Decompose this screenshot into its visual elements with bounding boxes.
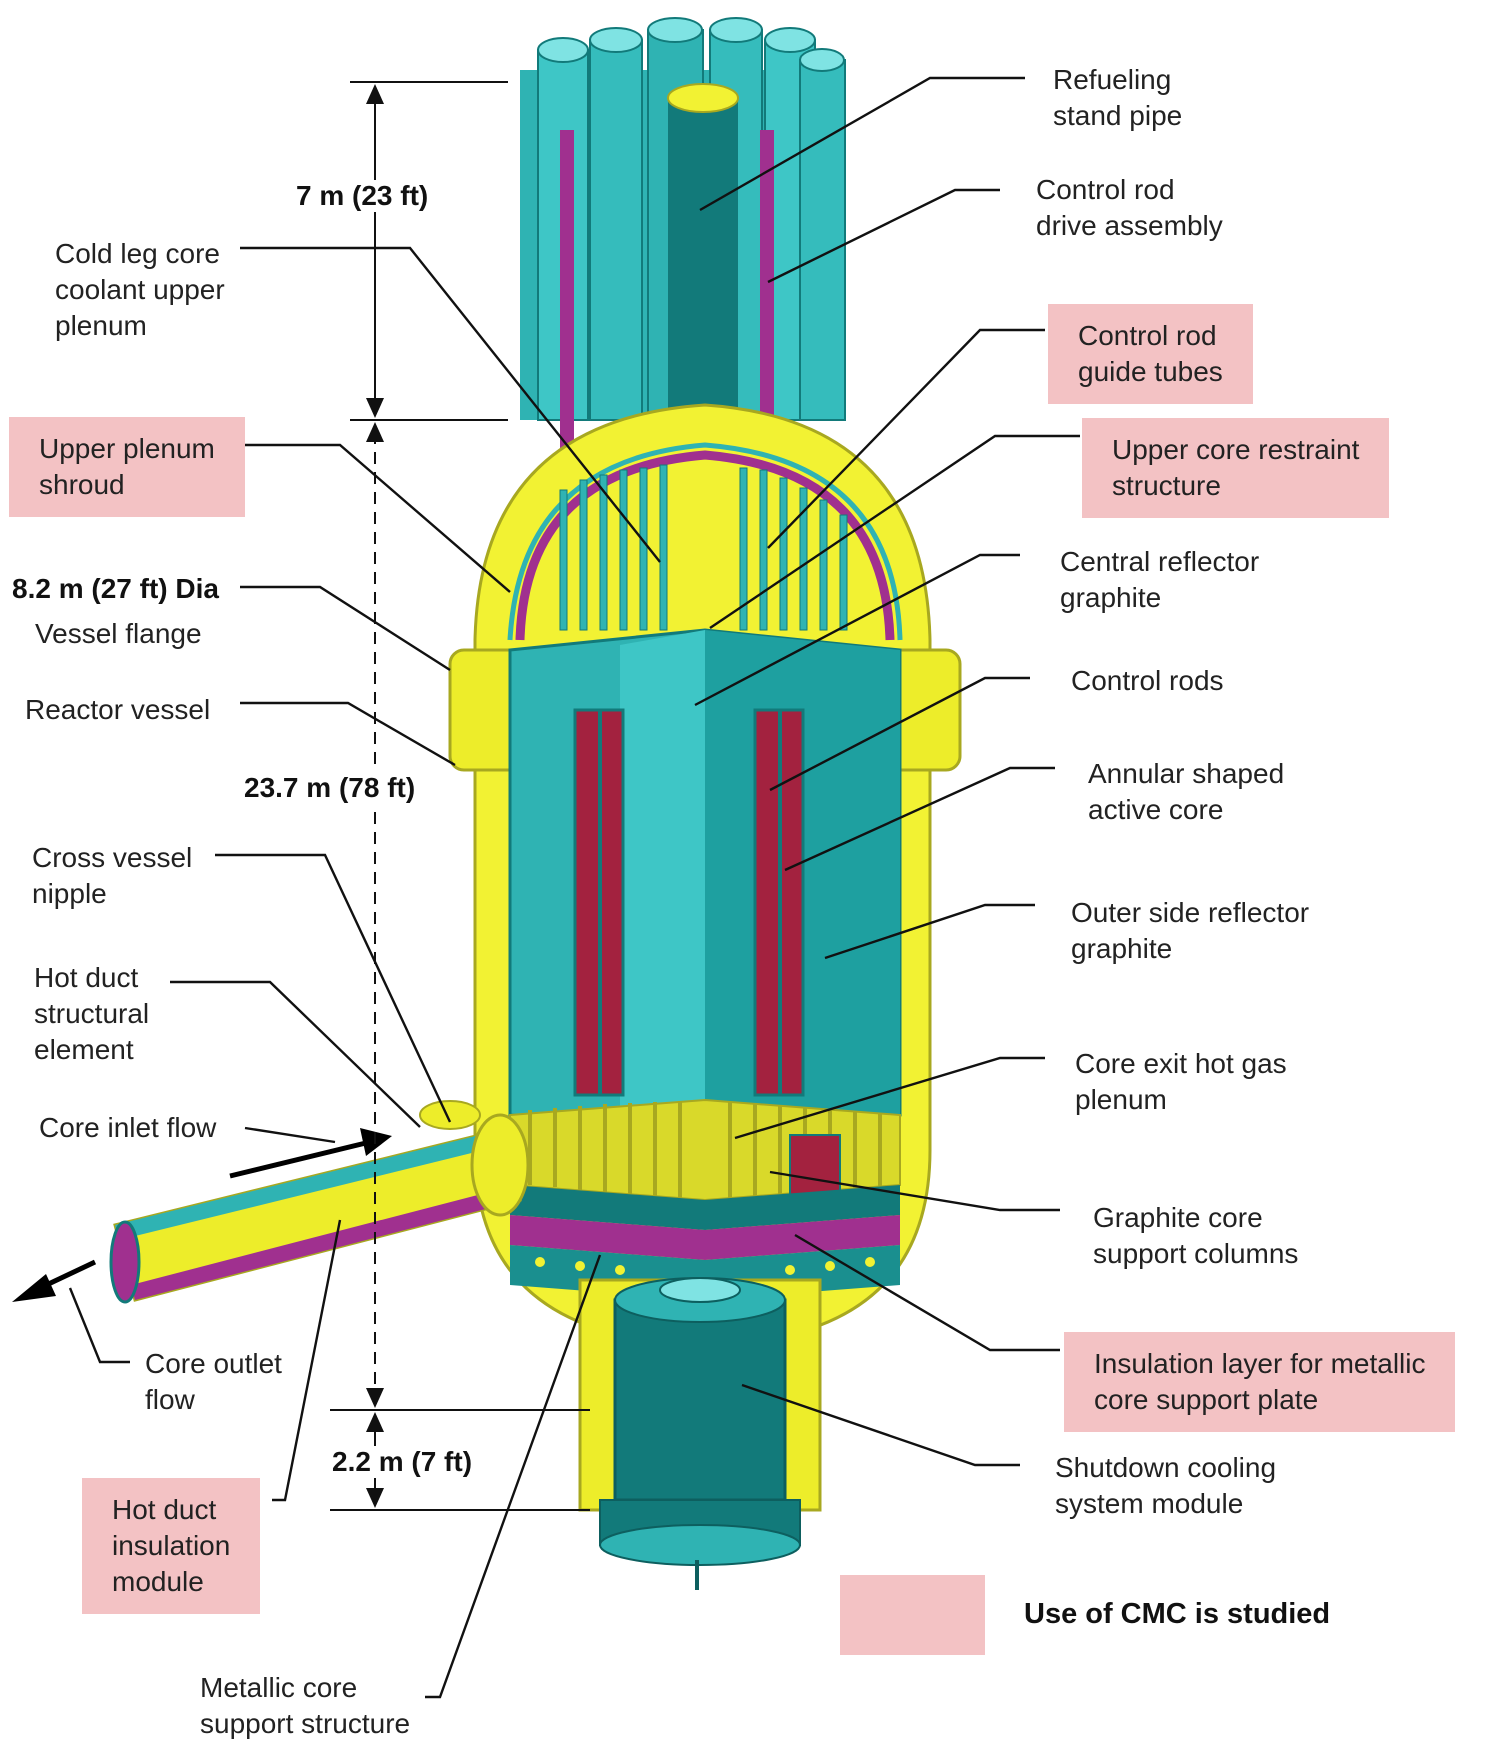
dim-diameter-label: 8.2 m (27 ft) Dia [8, 573, 223, 605]
dim-top-label: 7 m (23 ft) [292, 180, 433, 212]
legend-text: Use of CMC is studied [1024, 1598, 1331, 1630]
dimension-arrowheads [366, 84, 384, 1508]
dimension-lines [330, 81, 590, 1511]
label-vessel-flange: Vessel flange [35, 618, 202, 649]
shutdown-module-shape [578, 1277, 822, 1590]
leader-lines [68, 76, 1080, 1699]
label-control-rods: Control rods [1071, 665, 1224, 696]
dim-bottom-label: 2.2 m (7 ft) [328, 1446, 477, 1478]
label-core-inlet-flow: Core inlet flow [39, 1112, 217, 1143]
reactor-vessel-shape [448, 403, 962, 1347]
upper-pipe-cluster [520, 17, 846, 550]
label-reactor-vessel: Reactor vessel [25, 694, 211, 725]
legend-swatch [840, 1575, 985, 1655]
hot-duct-shape [109, 1100, 530, 1304]
flow-arrows [12, 1128, 392, 1302]
dim-height-label: 23.7 m (78 ft) [240, 772, 420, 804]
